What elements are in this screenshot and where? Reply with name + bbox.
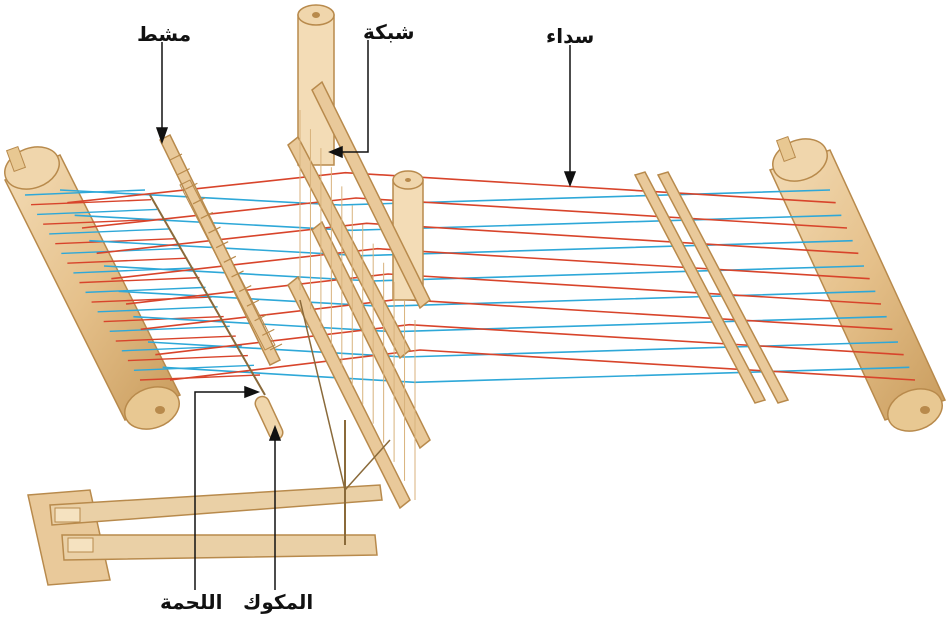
label-heddle-mesh: شبكة [363, 20, 415, 44]
warp-thread-blue [103, 265, 865, 282]
reed-tooth [169, 153, 183, 161]
reed-tooth [231, 270, 244, 278]
cloth-stripe [67, 257, 188, 264]
heddle-frames [287, 80, 431, 510]
cloth-stripe [133, 364, 254, 371]
cloth-stripe [37, 208, 158, 216]
cloth-stripe [139, 374, 261, 381]
label-weft: اللحمة [160, 590, 223, 614]
label-comb: مشط [137, 22, 192, 46]
lease-sticks [633, 171, 790, 404]
warp-thread-blue [118, 290, 876, 308]
warp-thread-red [155, 323, 904, 356]
warp-thread-red [169, 349, 916, 381]
cloth-stripe [24, 189, 146, 196]
cloth-stripe [31, 199, 152, 206]
cloth-stripe [85, 286, 206, 294]
warp-thread-red [125, 273, 882, 305]
cloth-stripe [97, 306, 218, 313]
cloth-stripe [109, 325, 230, 333]
warp-thread-red [111, 247, 870, 280]
reed-tooth [269, 343, 283, 351]
cloth-stripe [43, 218, 164, 225]
cloth-stripe [115, 335, 236, 342]
reed-tooth [246, 299, 260, 307]
warp-thread-blue [162, 366, 910, 384]
reed-tooth [254, 314, 267, 322]
label-shuttle: المكوك [243, 590, 314, 614]
reed-tooth [185, 182, 198, 190]
back-warp-beam [768, 135, 947, 432]
cloth-stripe [91, 296, 212, 303]
warp-thread-blue [74, 214, 842, 232]
reed-comb [158, 133, 283, 367]
cloth-stripe [55, 237, 176, 245]
reed-tooth [208, 226, 221, 234]
warp-thread-blue [59, 189, 831, 206]
warp-thread-blue [133, 315, 887, 333]
label-warp: سداء [546, 24, 595, 48]
reed-tooth [215, 241, 229, 249]
warp-thread-blue [89, 239, 853, 257]
reed-tooth [192, 197, 206, 205]
cloth-stripe [79, 276, 200, 284]
treadles [27, 299, 391, 586]
callout-lines [155, 40, 577, 590]
cloth-stripe [49, 228, 170, 235]
reed-tooth [177, 168, 190, 176]
reed-tooth [200, 211, 214, 219]
reed-tooth [238, 285, 252, 293]
cloth-stripe [127, 354, 248, 362]
cloth-stripe [73, 267, 194, 274]
cloth-beam [3, 145, 182, 430]
reed-tooth [223, 255, 237, 263]
woven-cloth [24, 189, 261, 381]
reed-tooth [262, 328, 275, 336]
